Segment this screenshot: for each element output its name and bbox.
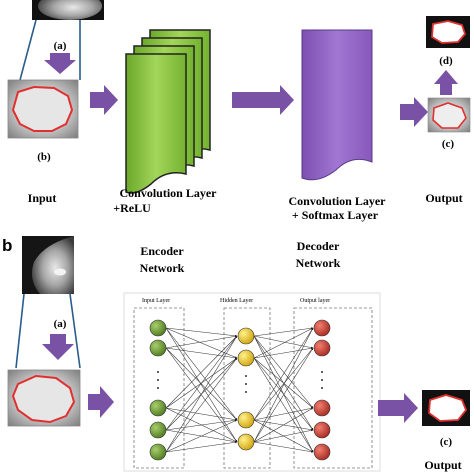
arrow-right-b1 — [88, 386, 114, 418]
hidden-node — [237, 327, 255, 345]
edge-hidden-output — [253, 441, 314, 453]
conv-softmax-label-line1: Convolution Layer — [288, 194, 386, 208]
input-layer-label: Input Layer — [142, 298, 170, 304]
conv-relu-label-line2: +ReLU — [113, 201, 151, 215]
edge-input-hidden — [165, 327, 238, 337]
input-layer-box — [133, 307, 185, 469]
output-label-a: Output — [425, 191, 462, 205]
zoom-line-left-a — [19, 19, 37, 81]
edge-input-hidden — [165, 419, 238, 431]
edge-input-hidden — [165, 335, 238, 453]
input-node — [149, 443, 167, 461]
input-node — [149, 421, 167, 439]
edge-hidden-output — [253, 327, 314, 421]
panel-b-letter: b — [2, 236, 12, 255]
arrow-right-a2 — [232, 85, 294, 115]
label-a-top: (a) — [54, 40, 67, 52]
edge-hidden-output — [253, 347, 314, 443]
output-node — [313, 421, 331, 439]
edge-input-hidden — [165, 347, 238, 443]
edge-hidden-output — [253, 357, 314, 453]
edge-hidden-output — [253, 335, 314, 409]
arrow-up-a — [434, 70, 458, 95]
output-node — [313, 339, 331, 357]
encoder-label-line2: Network — [140, 261, 185, 275]
edge-input-hidden — [165, 335, 238, 431]
output-segmentation-c-b — [422, 390, 470, 426]
hidden-layer-label: Hidden Layer — [220, 298, 253, 304]
lesion-contour-a — [11, 85, 74, 132]
edge-hidden-output — [253, 407, 314, 421]
edge-input-hidden — [165, 327, 238, 359]
edge-hidden-output — [253, 407, 314, 443]
lesion-contour-b — [11, 374, 76, 424]
edge-input-hidden — [165, 327, 238, 443]
label-a-b: (a) — [54, 318, 67, 330]
ellipsis-dots — [157, 371, 323, 393]
output-label-b: Output — [424, 458, 461, 472]
edge-hidden-output — [253, 327, 314, 359]
arrow-right-b2 — [378, 393, 418, 423]
decoder-label-line1: Decoder — [297, 239, 340, 253]
arrow-right-a3 — [400, 97, 428, 127]
label-d: (d) — [439, 55, 453, 67]
conv-relu-block — [125, 29, 211, 194]
edge-input-hidden — [165, 327, 238, 421]
network-nodes — [149, 319, 331, 461]
output-overlay-c-a — [427, 97, 471, 133]
edge-hidden-output — [253, 335, 314, 349]
arrow-down-b — [42, 334, 74, 360]
mammogram-image-top-a — [32, 0, 104, 20]
edge-hidden-output — [253, 357, 314, 409]
edge-hidden-output — [253, 327, 314, 443]
edge-input-hidden — [165, 441, 238, 453]
encoder-label-line1: Encoder — [140, 244, 184, 258]
decoder-label-line2: Network — [296, 256, 341, 270]
hidden-node — [237, 411, 255, 429]
zoom-line-left-b — [15, 293, 25, 369]
edge-hidden-output — [253, 347, 314, 421]
edge-input-hidden — [165, 407, 238, 421]
edge-input-hidden — [165, 335, 238, 349]
hidden-node — [237, 349, 255, 367]
conv-relu-label-line1: Convolution Layer — [119, 186, 217, 200]
output-node — [313, 319, 331, 337]
input-node — [149, 399, 167, 417]
edge-input-hidden — [165, 357, 238, 453]
edge-input-hidden — [165, 335, 238, 409]
hidden-node — [237, 433, 255, 451]
conv-softmax-label-line2: + Softmax Layer — [292, 208, 379, 222]
input-label-a: Input — [28, 191, 57, 205]
arrow-right-a1 — [90, 85, 118, 115]
edge-input-hidden — [165, 347, 238, 359]
roi-patch-a — [7, 79, 79, 139]
conv-softmax-block — [301, 29, 373, 181]
edge-hidden-output — [253, 429, 314, 443]
hidden-layer-box — [223, 307, 271, 469]
edge-hidden-output — [253, 327, 314, 337]
output-layer-label: Output layer — [300, 298, 330, 304]
label-b: (b) — [37, 151, 51, 163]
output-layer-box — [293, 307, 373, 469]
edge-hidden-output — [253, 357, 314, 431]
input-node — [149, 339, 167, 357]
network-edges — [165, 327, 314, 453]
output-segmentation-d — [426, 16, 470, 48]
zoom-line-right-b — [69, 293, 81, 369]
edge-hidden-output — [253, 347, 314, 359]
edge-input-hidden — [165, 419, 238, 453]
output-node — [313, 443, 331, 461]
arrow-down-a — [44, 53, 76, 74]
output-node — [313, 399, 331, 417]
mammogram-image-b — [22, 236, 74, 294]
input-node — [149, 319, 167, 337]
label-c-b: (c) — [440, 436, 453, 448]
roi-patch-b — [7, 369, 81, 427]
label-c-a: (c) — [442, 138, 455, 150]
edge-input-hidden — [165, 347, 238, 421]
